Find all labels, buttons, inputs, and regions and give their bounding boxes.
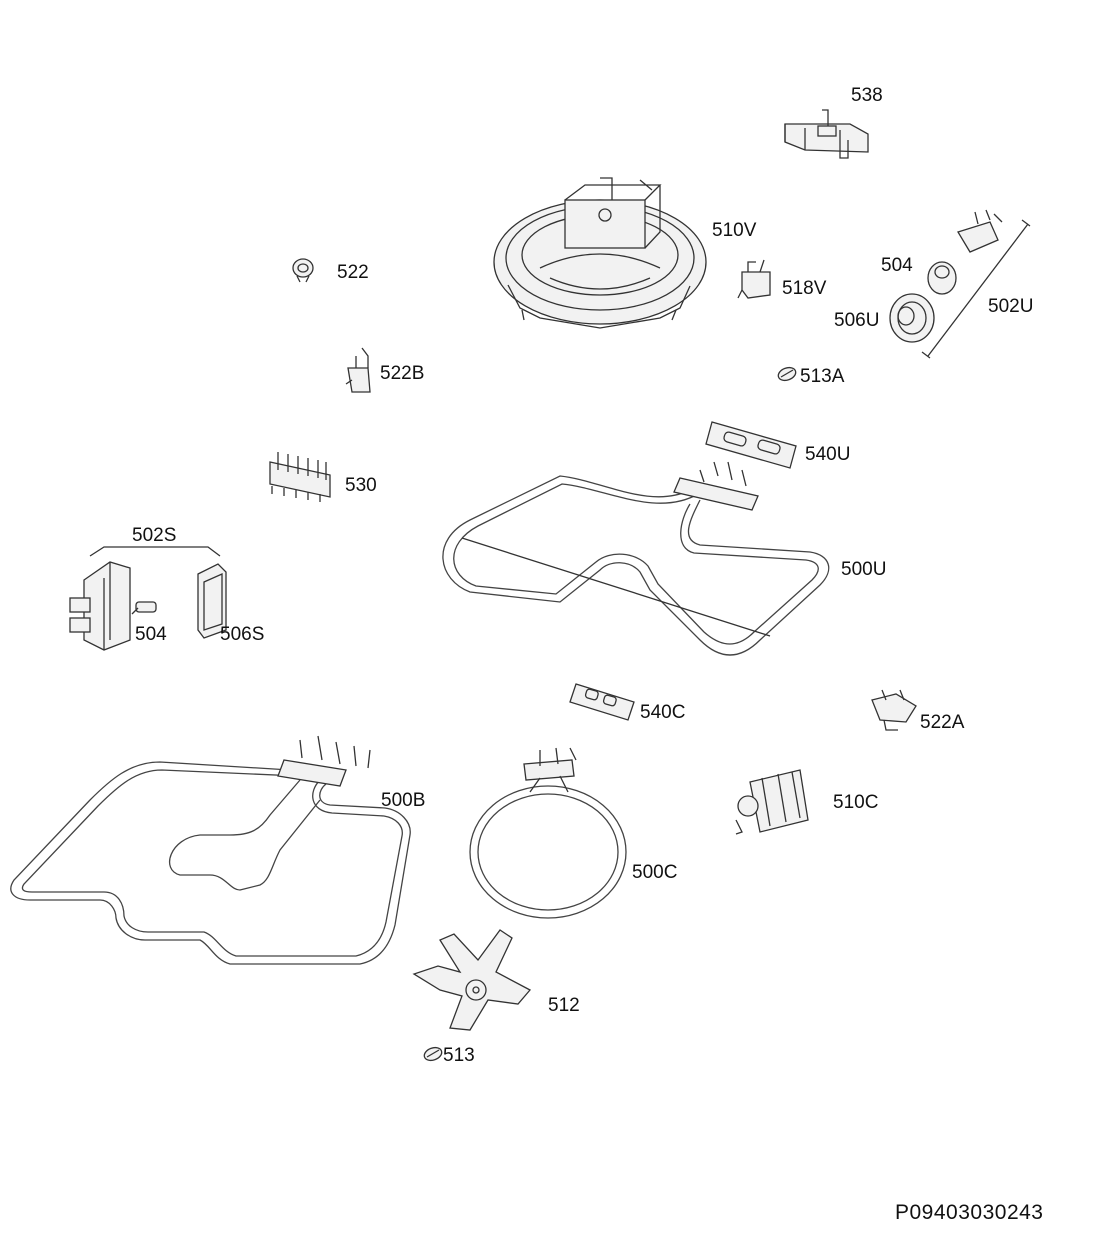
label-518V: 518V <box>782 278 827 299</box>
label-500B: 500B <box>381 790 425 811</box>
label-538: 538 <box>851 85 883 106</box>
label-500C: 500C <box>632 862 677 883</box>
part-540C-gasket <box>569 683 635 721</box>
drawing-code: P09403030243 <box>895 1201 1043 1224</box>
part-512-fan-blade <box>412 929 532 1031</box>
label-502S: 502S <box>132 525 176 546</box>
label-500U: 500U <box>841 559 886 580</box>
part-500U-upper-element <box>442 461 830 656</box>
label-504-upper: 504 <box>881 255 913 276</box>
label-522A: 522A <box>920 712 965 733</box>
part-513A-screw <box>777 366 797 382</box>
part-522-clip <box>292 258 314 283</box>
label-506S: 506S <box>220 624 264 645</box>
part-510C-motor <box>735 769 809 835</box>
label-513: 513 <box>443 1045 475 1066</box>
part-522A-connector <box>871 689 917 731</box>
part-518V-switch <box>737 259 771 299</box>
part-502S-lamp-set <box>69 546 227 651</box>
part-522B-connector <box>345 347 371 393</box>
label-512: 512 <box>548 995 580 1016</box>
label-504-lower: 504 <box>135 624 167 645</box>
label-540U: 540U <box>805 444 850 465</box>
label-530: 530 <box>345 475 377 496</box>
label-510V: 510V <box>712 220 757 241</box>
label-540C: 540C <box>640 702 685 723</box>
label-502U: 502U <box>988 296 1033 317</box>
part-500C-circular-element <box>469 747 627 919</box>
label-522: 522 <box>337 262 369 283</box>
label-522B: 522B <box>380 363 424 384</box>
part-500B-lower-element <box>10 735 411 965</box>
part-530-terminal-block <box>269 452 331 502</box>
part-540U-gasket <box>705 421 797 469</box>
part-510V-fan-motor <box>493 177 707 329</box>
label-506U: 506U <box>834 310 879 331</box>
part-502U-lamp-set <box>889 209 1031 359</box>
part-538-bracket <box>784 109 869 159</box>
part-513-screw <box>423 1046 443 1062</box>
label-513A: 513A <box>800 366 845 387</box>
label-510C: 510C <box>833 792 878 813</box>
